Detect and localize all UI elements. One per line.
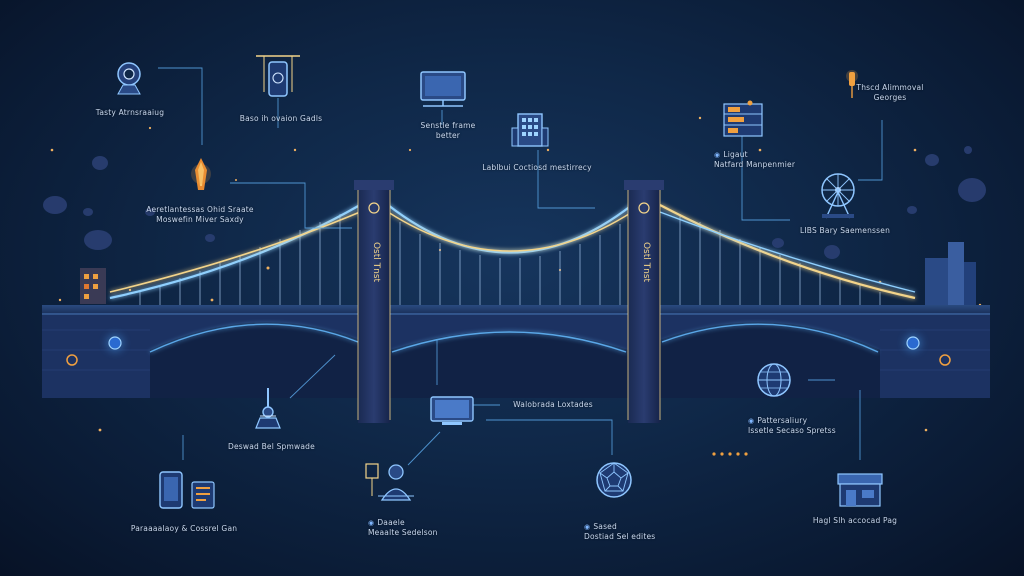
label-bottom-right: Hagl Slh accocad Pag xyxy=(812,516,898,525)
label-top-center-a-line1: Senstle frame xyxy=(420,121,476,130)
label-top-right-b-line2: Natfard Manpenmier xyxy=(714,160,796,169)
label-top-center-a-line2: better xyxy=(435,131,461,140)
people-icon xyxy=(365,463,414,501)
label-lower-left: Deswad Bel Spmwade xyxy=(228,442,315,451)
label-lower-right: ◉Pattersaliury Issetle Secaso Spretss xyxy=(748,416,838,436)
left-tower xyxy=(354,179,394,423)
storefront-icon xyxy=(837,473,883,507)
string-lights xyxy=(712,452,748,456)
label-mid-left: Aeretlantessas Ohid Sraate Moswefin Mive… xyxy=(140,205,260,225)
label-lower-right-line1: ◉Pattersaliury xyxy=(748,416,808,425)
right-building xyxy=(925,242,976,308)
label-top-right-b: ◉Ligaut Natfard Manpenmier xyxy=(714,150,804,170)
label-mid-left-line1: Aeretlantessas Ohid Sraate xyxy=(146,205,254,214)
bridge-substructure xyxy=(42,312,990,398)
label-bottom-center-left-line1: ◉Daaele xyxy=(368,518,405,527)
label-bottom-center-right-line1: ◉Sased xyxy=(584,522,617,531)
label-top-center-a: Senstle frame better xyxy=(418,121,478,141)
laptop-icon xyxy=(430,396,474,425)
lantern-icon xyxy=(846,70,858,98)
geodesic-sphere-icon xyxy=(596,462,632,498)
label-bottom-center-left: ◉Daaele Meaalte Sedelson xyxy=(368,518,448,538)
label-center-lower: Walobrada Loxtades xyxy=(513,400,593,409)
microscope-icon xyxy=(255,388,281,429)
label-bottom-left: Paraaaalaoy & Cossrel Gan xyxy=(130,524,238,533)
label-top-left-b: Baso ih ovaion Gadls xyxy=(239,114,323,123)
left-building xyxy=(80,268,106,304)
label-top-right-a-line2: Georges xyxy=(873,93,907,102)
globe-icon xyxy=(757,363,791,397)
webcam-icon xyxy=(117,62,141,95)
left-tower-text: Ostl Tnst xyxy=(371,242,381,283)
label-top-right-a: Thscd Alimmoval Georges xyxy=(850,83,930,103)
hanger-cables xyxy=(139,214,881,305)
label-mid-left-line2: Moswefin Miver Saxdy xyxy=(156,215,244,224)
floating-rocks xyxy=(43,146,986,259)
bridge-deck xyxy=(42,305,990,315)
right-tower xyxy=(624,179,664,423)
ferris-wheel-icon xyxy=(821,173,855,219)
right-tower-text: Ostl Tnst xyxy=(641,242,651,283)
label-lower-right-line2: Issetle Secaso Spretss xyxy=(748,426,836,435)
label-top-right-b-line1: ◉Ligaut xyxy=(714,150,748,159)
phone-icon xyxy=(159,471,215,509)
label-top-right-a-line1: Thscd Alimmoval xyxy=(856,83,924,92)
label-mid-right: LIBS Bary Saemenssen xyxy=(800,226,891,235)
bookshelf-icon xyxy=(723,100,763,137)
monitor-icon xyxy=(420,71,466,107)
label-bottom-center-right: ◉Sased Dostiad Sel edites xyxy=(584,522,664,542)
sparkles xyxy=(50,116,982,432)
label-bottom-center-right-line2: Dostiad Sel edites xyxy=(584,532,656,541)
main-cables xyxy=(109,204,916,300)
label-top-center-b: Lablbui Coctiosd mestirrecy xyxy=(482,163,592,172)
torch-icon xyxy=(191,158,211,190)
tablet-icon xyxy=(256,55,300,97)
label-top-left-a: Tasty Atrnsraaiug xyxy=(95,108,165,117)
building-icon xyxy=(511,113,549,147)
connector-lines xyxy=(158,67,883,466)
label-bottom-center-left-line2: Meaalte Sedelson xyxy=(368,528,438,537)
